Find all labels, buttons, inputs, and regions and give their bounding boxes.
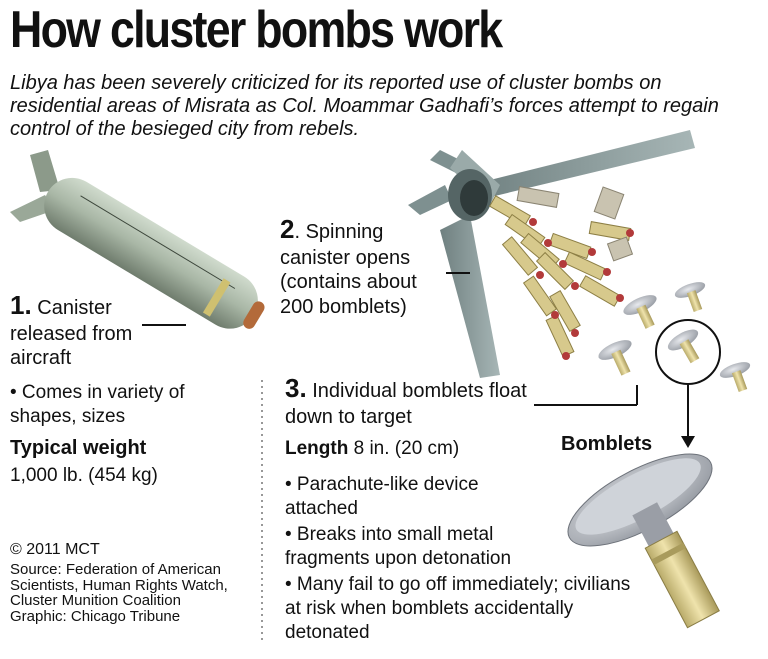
length-value: 8 in. (20 cm) (353, 438, 460, 459)
step3-caption: 3. Individual bomblets float down to tar… (285, 373, 535, 429)
source: Source: Federation of American Scientist… (10, 560, 228, 610)
length-line: Length 8 in. (20 cm) (285, 438, 459, 460)
step1-caption: 1. Canister released from aircraft (10, 290, 150, 371)
weight-label: Typical weight (10, 437, 147, 459)
step3-label: Individual bomblets float down to target (285, 380, 527, 428)
falling-bomblets-drawing (598, 282, 751, 448)
spinning-canister-drawing (408, 130, 695, 378)
step1-label: Canister released from aircraft (10, 297, 133, 370)
step2-label: . Spinning canister opens (contains abou… (280, 221, 417, 318)
canister-drawing (10, 150, 265, 329)
bomblet-cluster-drawing (488, 186, 634, 360)
step1-number: 1. (10, 290, 32, 320)
intro-text: Libya has been severely criticized for i… (10, 72, 719, 140)
bullet-2: • Breaks into small metal fragments upon… (285, 524, 512, 569)
step1-note: • Comes in variety of shapes, sizes (10, 382, 185, 427)
bullet-1: • Parachute-like device attached (285, 474, 479, 519)
large-bomblet-drawing (567, 453, 720, 629)
page-title: How cluster bombs work (10, 1, 503, 59)
bomblets-label: Bomblets (561, 433, 653, 455)
length-label: Length (285, 438, 349, 459)
graphic-credit: Graphic: Chicago Tribune (10, 608, 181, 626)
copyright: © 2011 MCT (10, 541, 100, 558)
step2-number: 2 (280, 214, 295, 244)
bullet-3: • Many fail to go off immediately; civil… (285, 574, 631, 643)
weight-value: 1,000 lb. (454 kg) (10, 465, 158, 486)
step3-leader (534, 385, 638, 406)
credits: © 2011 MCT Source: Federation of America… (10, 541, 250, 626)
step3-number: 3. (285, 373, 307, 403)
step2-caption: 2. Spinning canister opens (contains abo… (280, 214, 440, 319)
